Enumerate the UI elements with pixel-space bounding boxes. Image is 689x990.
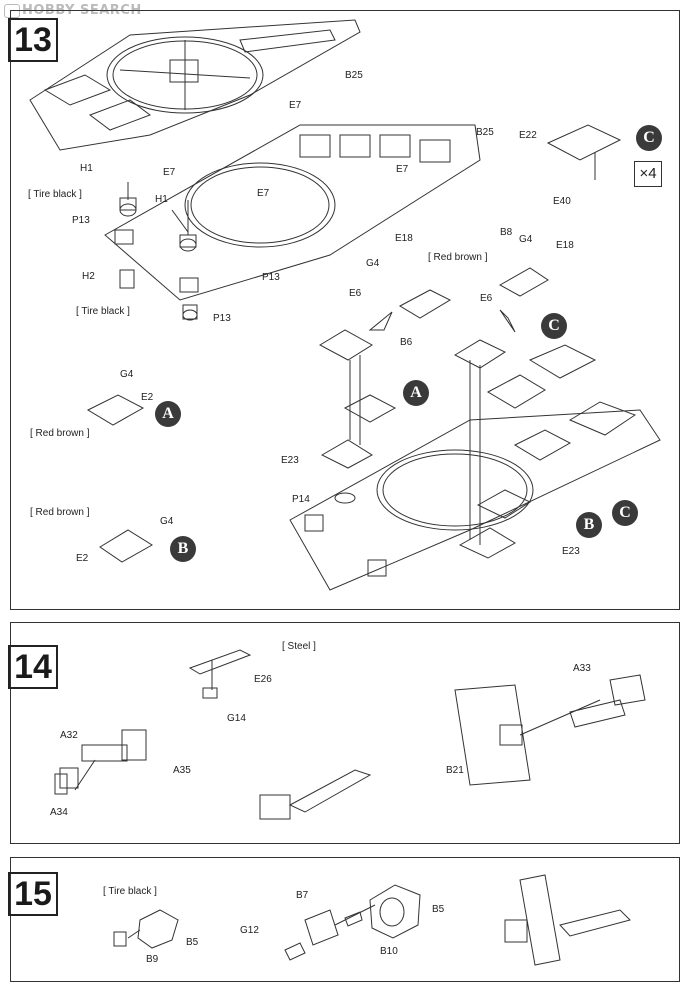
part-label-e7: E7 [396,164,409,175]
step-14-panel [10,622,680,844]
part-label-h1: H1 [155,194,168,205]
reference-marker-c: C [636,125,662,151]
part-label-a33: A33 [573,663,591,674]
part-label-g4: G4 [120,369,134,380]
part-label-b8: B8 [500,227,513,238]
part-label-e7: E7 [289,100,302,111]
part-label-b5: B5 [186,937,199,948]
paint-note-tire-black: [ Tire black ] [76,306,130,317]
part-label-p13: P13 [262,272,280,283]
reference-marker-a: A [155,401,181,427]
part-label-g12: G12 [240,925,259,936]
reference-marker-b: B [170,536,196,562]
part-label-e18: E18 [395,233,413,244]
part-label-b25: B25 [476,127,494,138]
part-label-p13: P13 [213,313,231,324]
step-13-number: 13 [8,18,58,62]
step-15-panel [10,857,680,982]
step-14-number: 14 [8,645,58,689]
part-label-p13: P13 [72,215,90,226]
part-label-a35: A35 [173,765,191,776]
part-label-e26: E26 [254,674,272,685]
part-label-e6: E6 [480,293,493,304]
reference-marker-c: C [612,500,638,526]
part-label-e6: E6 [349,288,362,299]
part-label-e7: E7 [257,188,270,199]
part-label-e7: E7 [163,167,176,178]
paint-note-red-brown: [ Red brown ] [30,428,90,439]
detail-a-plate [86,394,145,426]
paint-note-steel: [ Steel ] [282,641,316,652]
part-label-a34: A34 [50,807,68,818]
part-label-b6: B6 [400,337,413,348]
part-label-g14: G14 [227,713,246,724]
part-label-g4: G4 [366,258,380,269]
detail-b-plate [99,529,153,563]
part-label-g4: G4 [519,234,533,245]
reference-marker-b: B [576,512,602,538]
paint-note-red-brown: [ Red brown ] [428,252,488,263]
quantity-multiplier: ×4 [634,161,662,187]
b25-mid-plate [104,124,481,301]
paint-note-tire-black: [ Tire black ] [28,189,82,200]
part-label-e18: E18 [556,240,574,251]
paint-note-red-brown: [ Red brown ] [30,507,90,518]
part-label-b25: B25 [345,70,363,81]
part-label-b7: B7 [296,890,309,901]
part-label-p14: P14 [292,494,310,505]
part-label-h2: H2 [82,271,95,282]
part-label-b5: B5 [432,904,445,915]
part-label-h1: H1 [80,163,93,174]
part-label-e22: E22 [519,130,537,141]
b25-lower-hull [289,409,661,591]
part-label-b21: B21 [446,765,464,776]
part-label-b10: B10 [380,946,398,957]
part-label-e2: E2 [141,392,154,403]
step-13-panel [10,10,680,610]
part-label-e40: E40 [553,196,571,207]
b25-top-plate [29,19,361,151]
part-label-e23: E23 [562,546,580,557]
paint-note-tire-black: [ Tire black ] [103,886,157,897]
part-label-b9: B9 [146,954,159,965]
part-label-g4: G4 [160,516,174,527]
reference-marker-a: A [403,380,429,406]
part-label-a32: A32 [60,730,78,741]
step-15-number: 15 [8,872,58,916]
part-label-e2: E2 [76,553,89,564]
part-label-e23: E23 [281,455,299,466]
reference-marker-c: C [541,313,567,339]
